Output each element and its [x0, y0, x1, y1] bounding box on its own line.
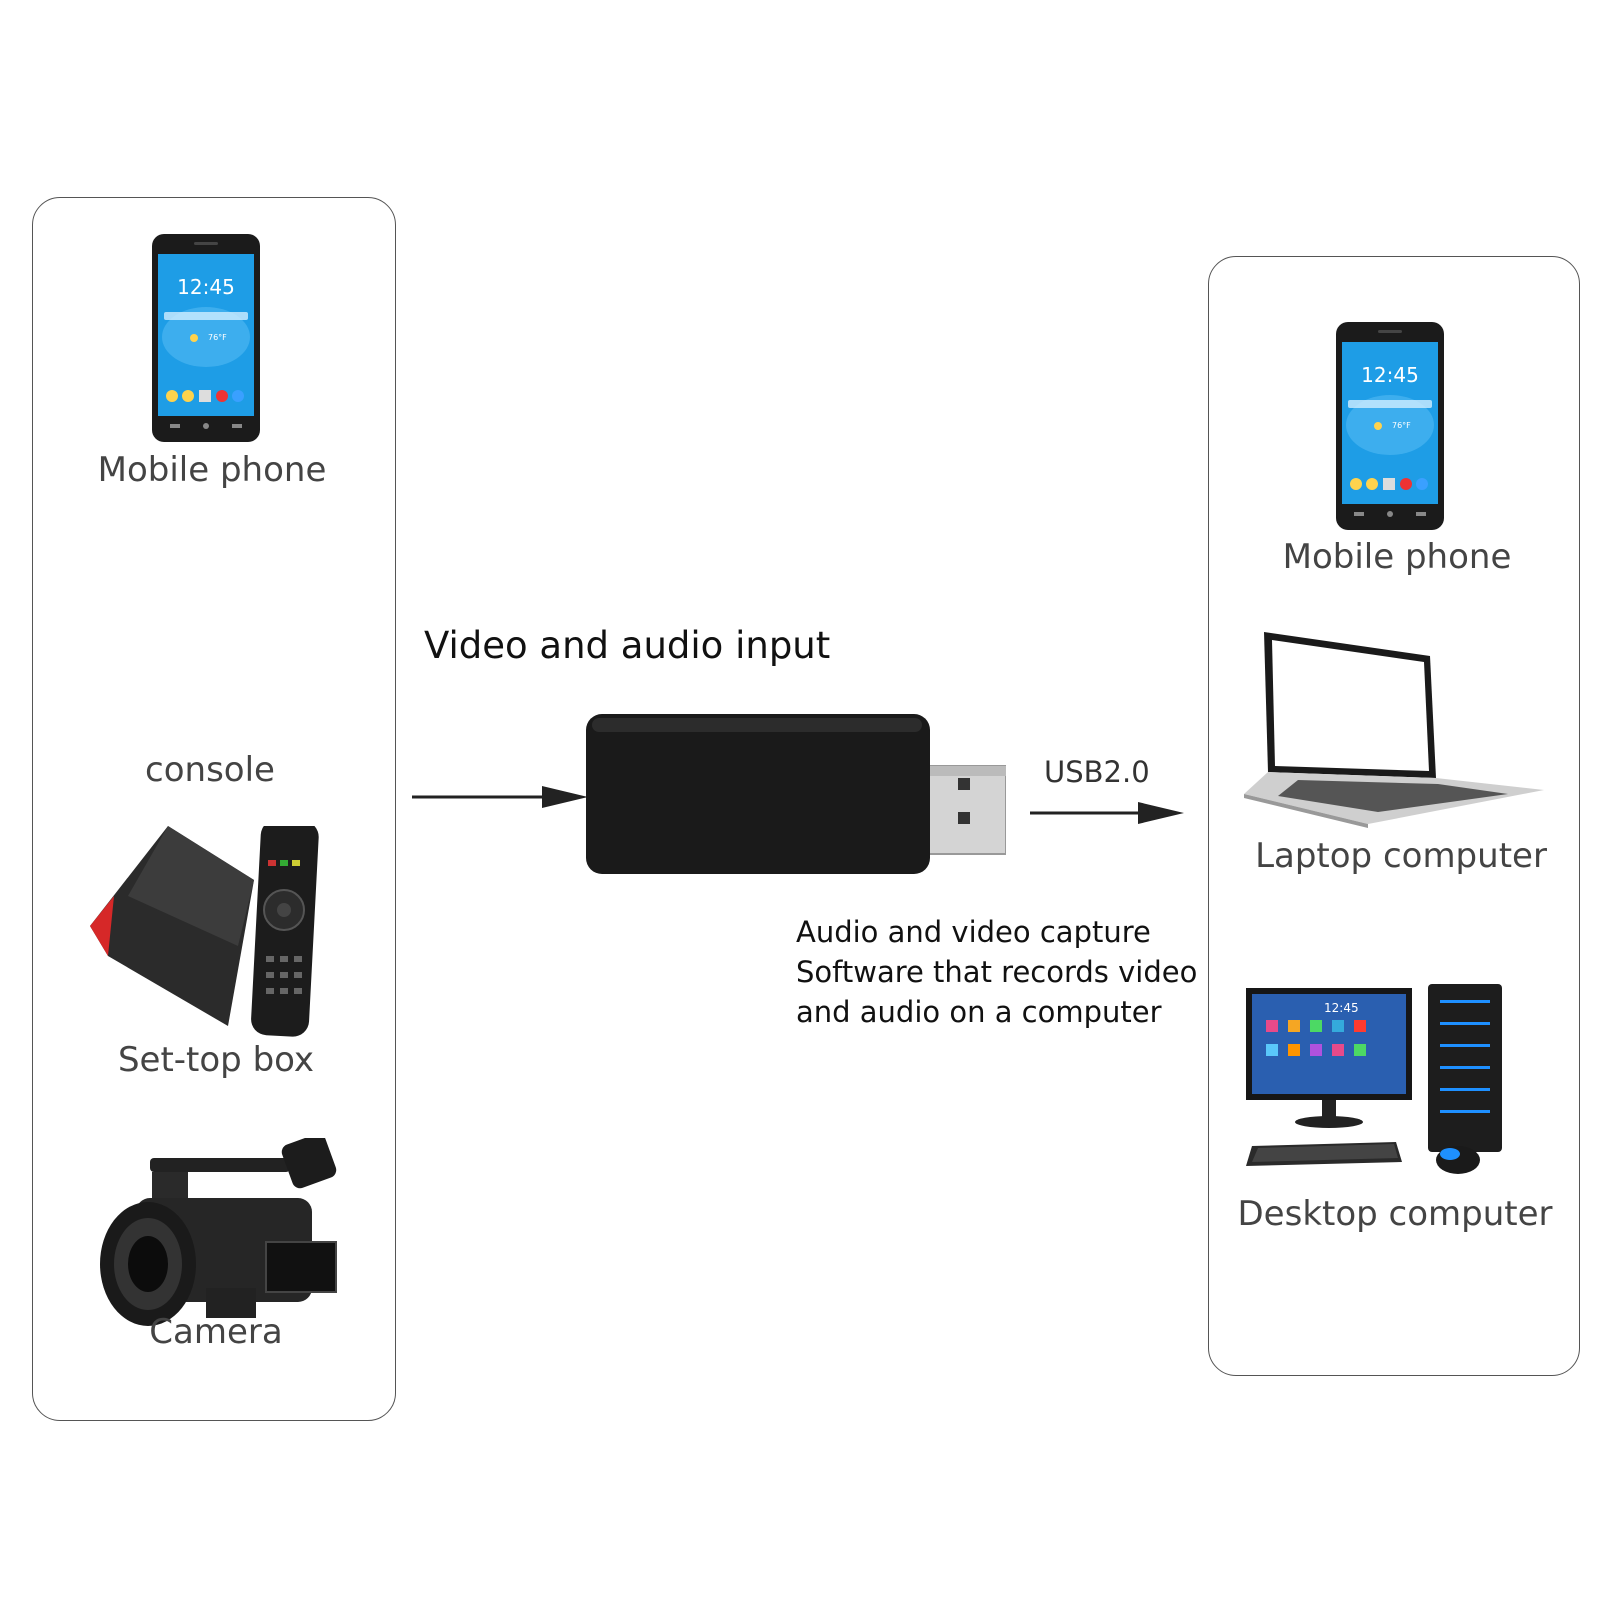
mobile-phone-icon: 12:45 76°F: [152, 234, 260, 442]
input-label-set-top-box: Set-top box: [117, 1040, 315, 1080]
set-top-box-icon: [90, 826, 319, 1037]
usb2-label: USB2.0: [1044, 755, 1150, 789]
output-label-desktop: Desktop computer: [1237, 1194, 1553, 1234]
capture-description: Audio and video capture Software that re…: [796, 912, 1197, 1032]
description-line-1: Audio and video capture: [796, 915, 1151, 949]
input-label-mobile-phone: Mobile phone: [97, 450, 327, 490]
phone-weather: 76°F: [1392, 421, 1411, 430]
phone-weather: 76°F: [208, 333, 227, 342]
mobile-phone-icon: 12:45 76°F: [1336, 322, 1444, 530]
desktop-clock: 12:45: [1324, 1001, 1359, 1015]
description-line-2: Software that records video: [796, 955, 1198, 989]
input-label-camera: Camera: [149, 1312, 283, 1352]
video-audio-input-caption: Video and audio input: [424, 624, 831, 667]
input-arrow-icon: [412, 786, 588, 808]
output-label-laptop: Laptop computer: [1255, 836, 1547, 876]
phone-clock: 12:45: [1361, 363, 1419, 387]
phone-clock: 12:45: [177, 275, 235, 299]
camera-icon: [100, 1138, 337, 1326]
output-label-mobile-phone: Mobile phone: [1282, 537, 1512, 577]
usb-capture-dongle-icon: [586, 714, 1006, 874]
laptop-icon: [1244, 632, 1544, 828]
description-line-3: and audio on a computer: [796, 995, 1162, 1029]
output-arrow-icon: [1030, 802, 1184, 824]
desktop-computer-icon: 12:45: [1246, 984, 1502, 1174]
input-label-console: console: [145, 750, 275, 790]
